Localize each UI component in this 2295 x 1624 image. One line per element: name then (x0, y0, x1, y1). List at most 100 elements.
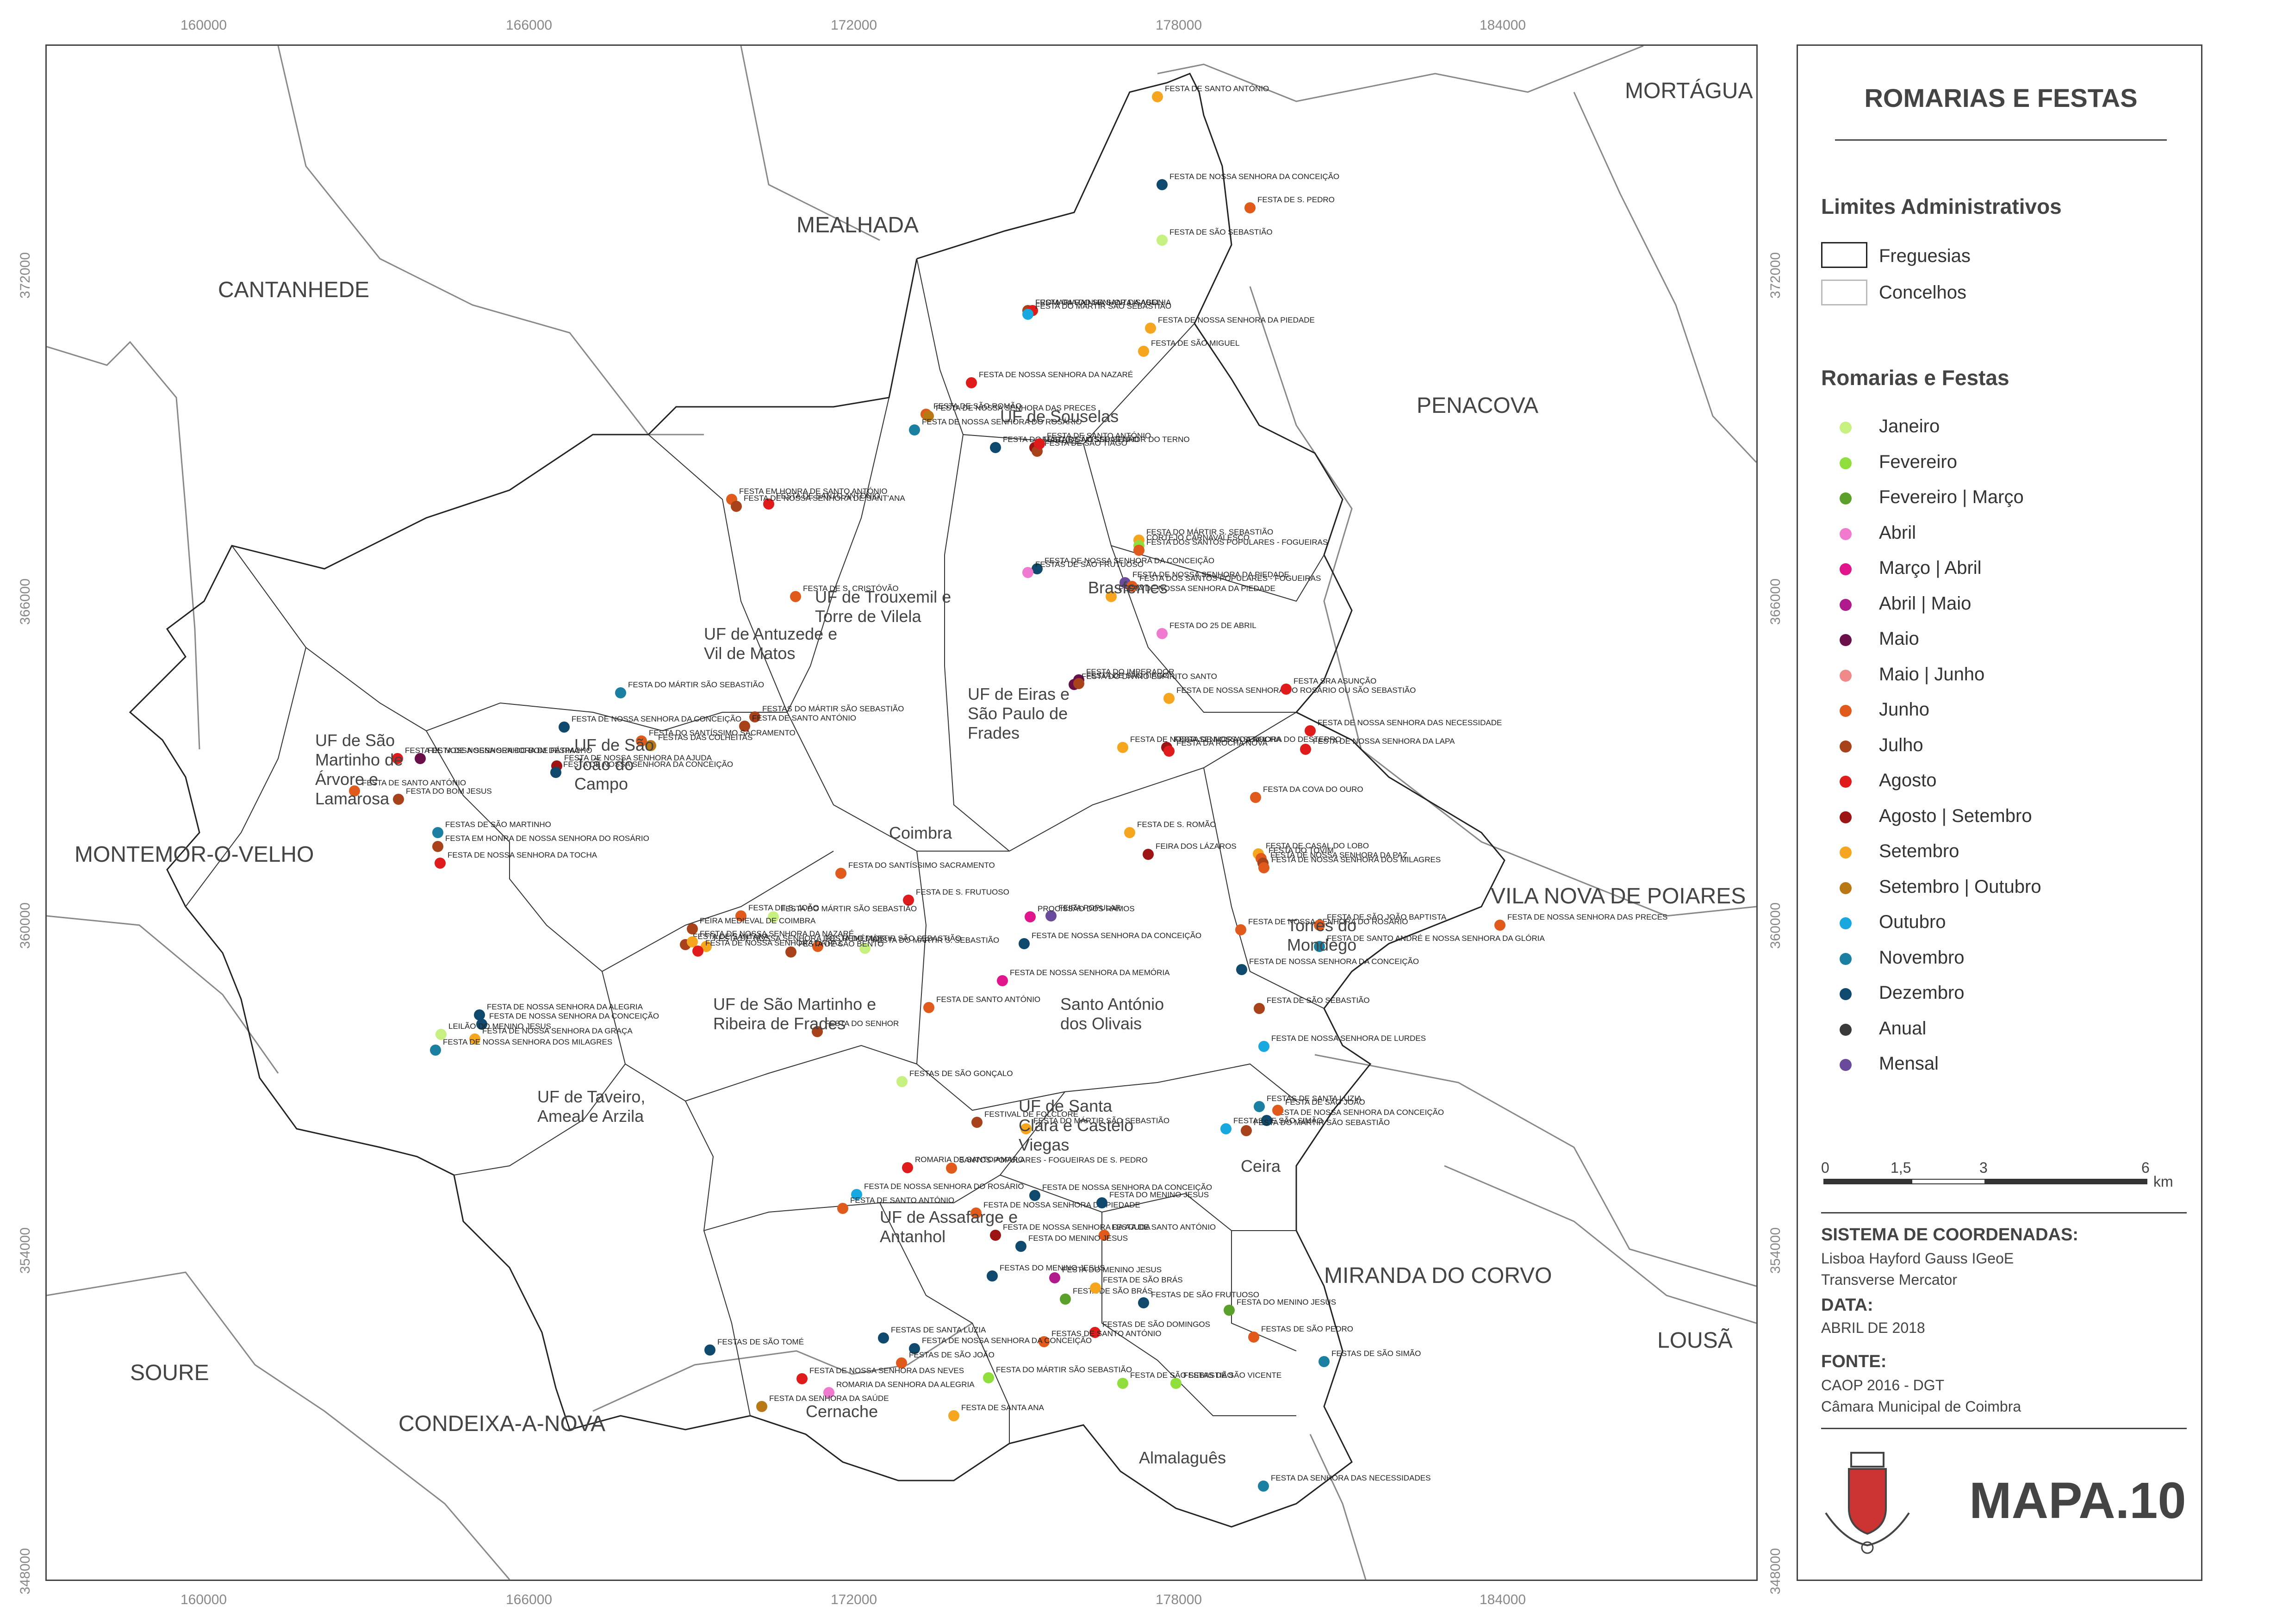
festa-point[interactable] (1281, 684, 1292, 695)
festa-point[interactable] (878, 1332, 889, 1344)
festa-point[interactable] (687, 936, 698, 947)
festa-point[interactable] (1170, 1378, 1182, 1389)
festa-point[interactable] (1133, 545, 1144, 556)
festa-point[interactable] (1117, 1378, 1128, 1389)
festa-point[interactable] (474, 1009, 485, 1020)
festa-point[interactable] (469, 1033, 480, 1045)
festa-point[interactable] (997, 975, 1008, 986)
festa-point[interactable] (735, 910, 746, 921)
festa-point[interactable] (1138, 1297, 1149, 1308)
festa-point[interactable] (415, 753, 426, 764)
festa-point[interactable] (645, 740, 656, 751)
festa-point[interactable] (1060, 1294, 1071, 1305)
festa-point[interactable] (1157, 628, 1168, 639)
festa-point[interactable] (435, 1029, 447, 1040)
festa-point[interactable] (1025, 911, 1036, 922)
festa-point[interactable] (1258, 1481, 1269, 1492)
festa-point[interactable] (923, 411, 934, 422)
festa-point[interactable] (692, 946, 703, 957)
festa-point[interactable] (435, 858, 446, 869)
festa-point[interactable] (1157, 235, 1168, 246)
festa-point[interactable] (1099, 1230, 1110, 1241)
festa-point[interactable] (1272, 1105, 1283, 1116)
festa-point[interactable] (432, 827, 443, 838)
festa-point[interactable] (1124, 827, 1135, 838)
festa-point[interactable] (835, 868, 846, 879)
festa-point[interactable] (1145, 323, 1156, 334)
festa-point[interactable] (987, 1270, 998, 1282)
festa-point[interactable] (1073, 678, 1084, 689)
festa-point[interactable] (739, 721, 750, 732)
festa-point[interactable] (701, 941, 712, 952)
festa-point[interactable] (476, 1019, 487, 1030)
festa-point[interactable] (1236, 964, 1247, 975)
festa-point[interactable] (636, 735, 647, 747)
festa-point[interactable] (1034, 438, 1045, 449)
festa-point[interactable] (392, 753, 403, 764)
festa-point[interactable] (430, 1045, 441, 1056)
festa-point[interactable] (896, 1357, 907, 1369)
festa-point[interactable] (946, 1163, 957, 1174)
festa-point[interactable] (1241, 1125, 1252, 1136)
festa-point[interactable] (1089, 1327, 1101, 1338)
festa-point[interactable] (1126, 581, 1138, 592)
festa-point[interactable] (948, 1410, 959, 1421)
festa-point[interactable] (559, 722, 570, 733)
festa-point[interactable] (851, 1189, 862, 1200)
festa-point[interactable] (1314, 941, 1325, 952)
festa-point[interactable] (1019, 938, 1030, 949)
festa-point[interactable] (1049, 1272, 1060, 1283)
festa-point[interactable] (749, 711, 760, 722)
festa-point[interactable] (903, 895, 914, 906)
festa-point[interactable] (687, 923, 698, 934)
festa-point[interactable] (1020, 1123, 1032, 1134)
festa-point[interactable] (785, 946, 796, 958)
festa-point[interactable] (909, 424, 920, 436)
festa-point[interactable] (756, 1401, 767, 1412)
festa-point[interactable] (970, 1207, 982, 1219)
festa-point[interactable] (432, 841, 443, 852)
festa-point[interactable] (796, 1373, 808, 1384)
festa-point[interactable] (763, 498, 774, 510)
festa-point[interactable] (1494, 920, 1505, 931)
festa-point[interactable] (1258, 862, 1269, 873)
festa-point[interactable] (1152, 91, 1163, 102)
festa-point[interactable] (1220, 1123, 1231, 1134)
festa-point[interactable] (1300, 744, 1311, 755)
festa-point[interactable] (1261, 1115, 1272, 1126)
festa-point[interactable] (1143, 849, 1154, 860)
festa-point[interactable] (1090, 1282, 1101, 1294)
festa-point[interactable] (1157, 179, 1168, 190)
festa-point[interactable] (1250, 792, 1261, 803)
festa-point[interactable] (1314, 920, 1325, 931)
festa-point[interactable] (1235, 924, 1246, 935)
festa-point[interactable] (704, 1344, 715, 1356)
festa-point[interactable] (1248, 1332, 1259, 1343)
festa-point[interactable] (550, 767, 561, 778)
festa-point[interactable] (615, 687, 626, 698)
festa-point[interactable] (731, 501, 742, 512)
festa-point[interactable] (812, 1026, 823, 1037)
festa-point[interactable] (1224, 1305, 1235, 1316)
festa-point[interactable] (1022, 309, 1033, 320)
festa-point[interactable] (1138, 346, 1149, 357)
festa-point[interactable] (349, 785, 360, 796)
festa-point[interactable] (812, 941, 823, 952)
festa-point[interactable] (1039, 1336, 1050, 1347)
festa-point[interactable] (393, 794, 404, 805)
festa-point[interactable] (1106, 591, 1117, 602)
festa-point[interactable] (966, 377, 977, 388)
festa-point[interactable] (896, 1076, 908, 1087)
festa-point[interactable] (1015, 1241, 1026, 1252)
festa-point[interactable] (1254, 1003, 1265, 1014)
festa-point[interactable] (1163, 693, 1175, 704)
festa-point[interactable] (983, 1372, 994, 1383)
festa-point[interactable] (1319, 1356, 1330, 1367)
festa-point[interactable] (1032, 563, 1043, 574)
festa-point[interactable] (902, 1162, 913, 1173)
festa-point[interactable] (1045, 910, 1057, 921)
festa-point[interactable] (1244, 202, 1256, 213)
festa-point[interactable] (1258, 1041, 1269, 1052)
